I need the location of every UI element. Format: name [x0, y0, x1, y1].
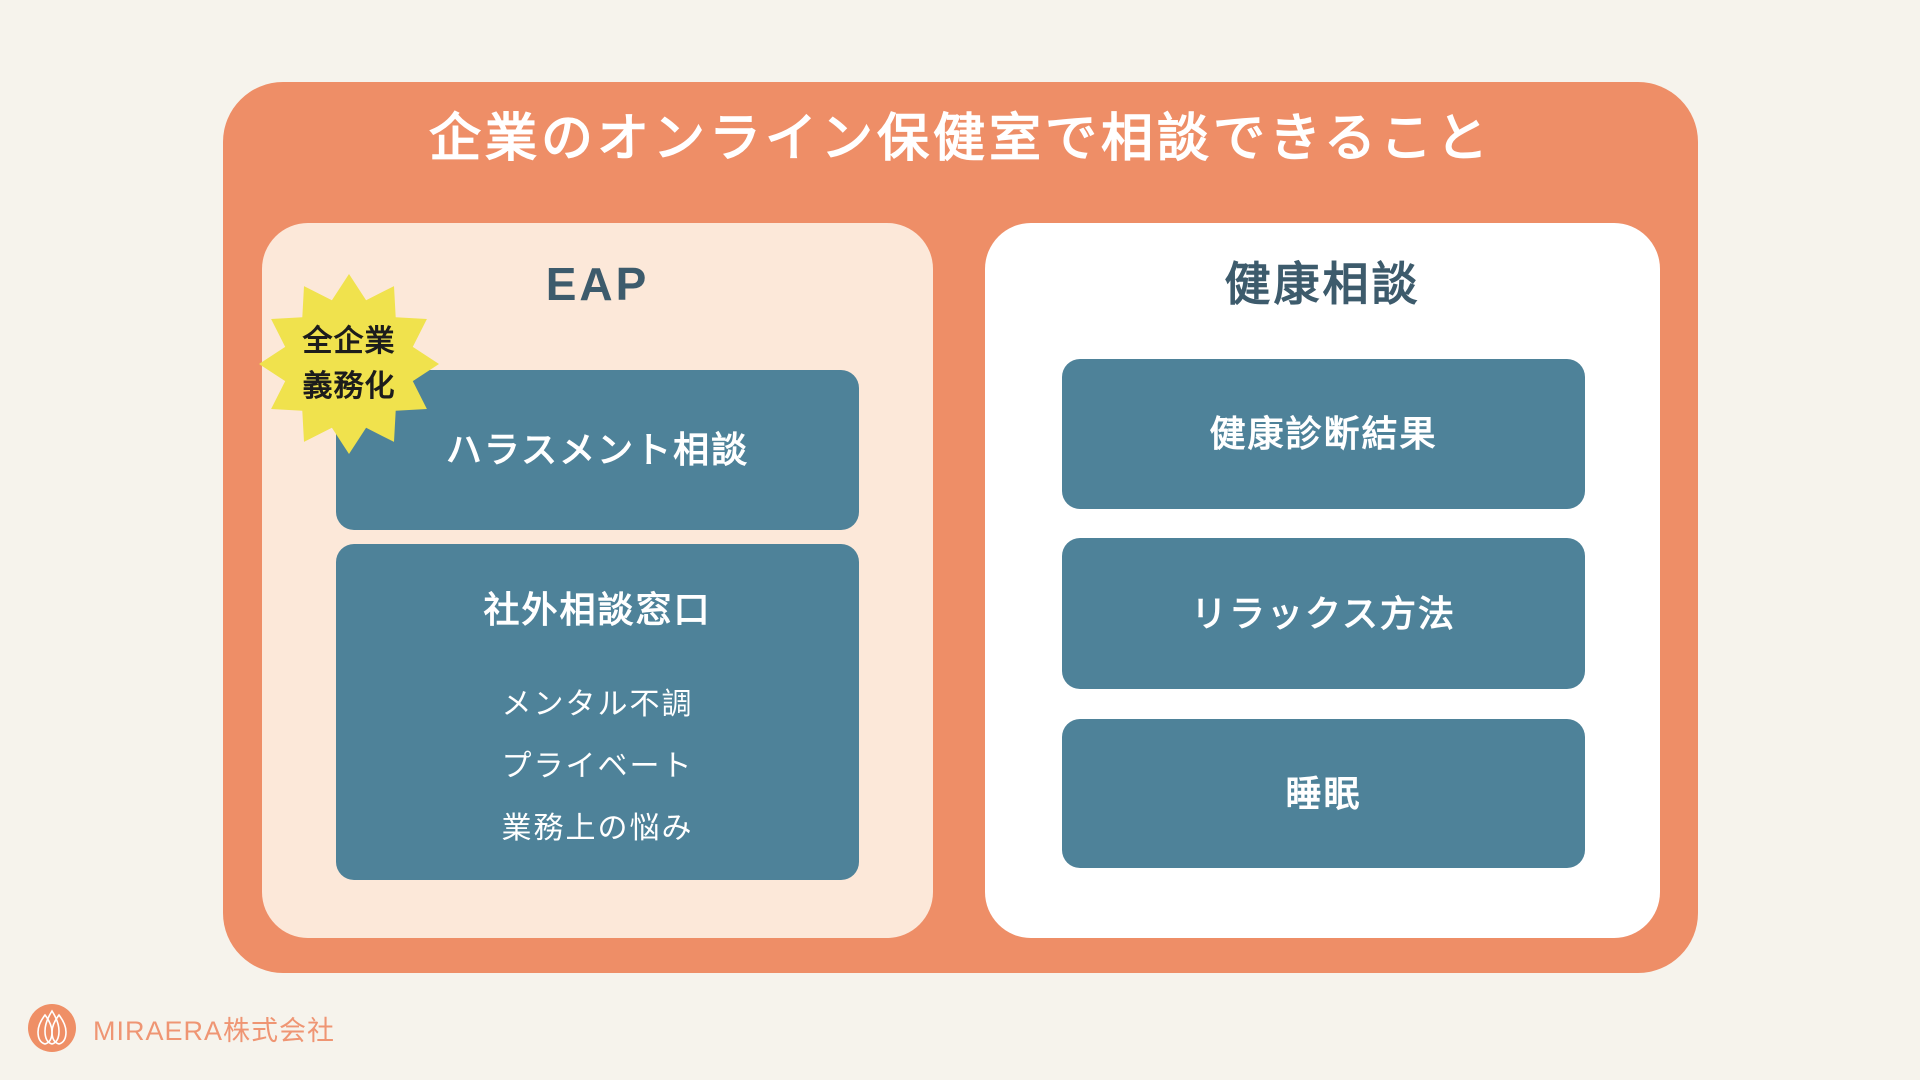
- list-item: 業務上の悩み: [501, 812, 694, 845]
- eap-heading: EAP: [545, 258, 650, 310]
- health-consult-panel: 健康相談 健康診断結果 リラックス方法 睡眠: [985, 223, 1660, 938]
- petal-monogram-icon: [37, 1009, 67, 1045]
- list-item: メンタル不調: [501, 688, 694, 721]
- company-name: MIRAERA株式会社: [93, 1015, 336, 1046]
- badge-text: 全企業 義務化: [254, 269, 444, 459]
- footer: MIRAERA株式会社: [28, 1004, 335, 1052]
- main-card: 企業のオンライン保健室で相談できること EAP ハラスメント相談 社外相談窓口 …: [223, 82, 1698, 973]
- box-title: リラックス方法: [1191, 592, 1456, 634]
- sleep-box: 睡眠: [1062, 719, 1585, 868]
- relax-method-box: リラックス方法: [1062, 538, 1585, 689]
- box-title: 社外相談窓口: [483, 589, 712, 630]
- box-title: 健康診断結果: [1209, 413, 1438, 454]
- badge-line: 義務化: [302, 370, 396, 403]
- harassment-consult-box: ハラスメント相談: [336, 370, 859, 530]
- health-checkup-box: 健康診断結果: [1062, 359, 1585, 509]
- list-item: プライベート: [501, 750, 694, 783]
- external-consult-box: 社外相談窓口 メンタル不調 プライベート 業務上の悩み: [336, 544, 859, 880]
- box-title: 睡眠: [1285, 772, 1362, 814]
- starburst-badge: 全企業 義務化: [254, 269, 444, 459]
- page-title: 企業のオンライン保健室で相談できること: [429, 110, 1492, 168]
- company-logo-icon: [28, 1004, 76, 1052]
- starburst-icon: [259, 274, 439, 454]
- health-heading: 健康相談: [1224, 258, 1421, 310]
- box-title: ハラスメント相談: [445, 429, 750, 470]
- eap-panel: EAP ハラスメント相談 社外相談窓口 メンタル不調 プライベート 業務上の悩み: [262, 223, 933, 938]
- badge-line: 全企業: [302, 325, 396, 358]
